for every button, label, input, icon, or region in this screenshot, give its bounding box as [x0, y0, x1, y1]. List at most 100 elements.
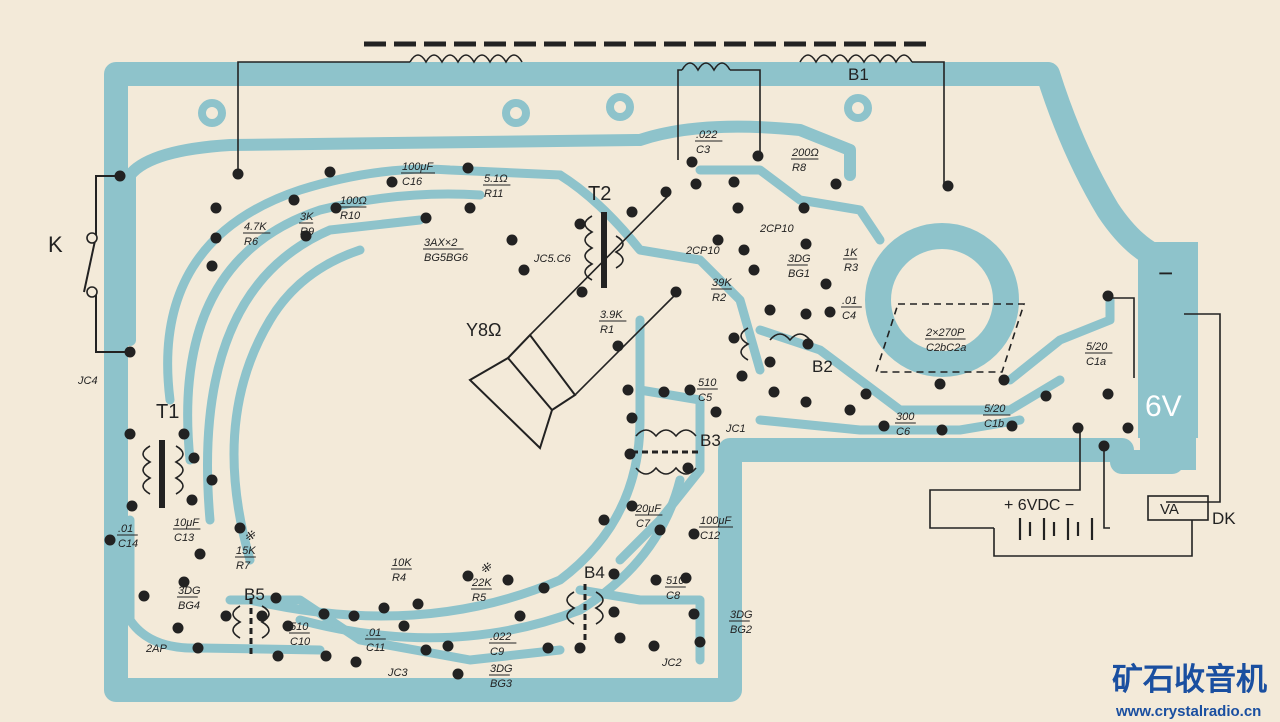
component-ref: R8: [792, 162, 807, 174]
t2-winding: [584, 215, 594, 281]
solder-pad: [412, 598, 424, 610]
battery-lead: [1103, 446, 1110, 529]
label-power-jack-mark: VA: [1160, 501, 1179, 518]
solder-pad: [1040, 390, 1052, 402]
solder-pad: [464, 202, 476, 214]
battery-symbol: [1018, 518, 1094, 540]
solder-pad: [686, 156, 698, 168]
component-ref: C1b: [984, 418, 1004, 430]
solder-pad: [192, 642, 204, 654]
battery-lead: [1106, 297, 1135, 378]
solder-pad: [272, 650, 284, 662]
solder-pad: [1122, 422, 1134, 434]
solder-pad: [1006, 420, 1018, 432]
trace-right-4: [1005, 295, 1115, 385]
trace-loop-2: [183, 189, 485, 465]
component-ref: R5: [472, 592, 487, 604]
component-ref: R6: [244, 236, 259, 248]
component-value: 3DG: [788, 253, 811, 265]
component-value: JC5.C6: [533, 253, 572, 265]
component-value: .01: [366, 627, 381, 639]
trace-bottom-arc: [245, 315, 645, 621]
trace-loop-4: [229, 245, 365, 565]
solder-pad: [348, 610, 360, 622]
component-label-c12: 100μF C12: [699, 515, 733, 542]
component-value: JC2: [661, 657, 682, 669]
component-value: 510: [290, 621, 309, 633]
solder-pad: [612, 340, 624, 352]
solder-pad: [626, 206, 638, 218]
solder-pad: [654, 524, 666, 536]
solder-pad: [186, 494, 198, 506]
component-value: .01: [842, 295, 857, 307]
component-value: 5/20: [1086, 341, 1108, 353]
solder-pad: [680, 572, 692, 584]
component-value: 15K: [236, 545, 256, 557]
battery-minus-sign: −: [1158, 258, 1173, 288]
solder-pad: [660, 186, 672, 198]
solder-pad: [542, 642, 554, 654]
solder-pad: [220, 610, 232, 622]
component-value: 300: [896, 411, 915, 423]
solder-pad: [688, 528, 700, 540]
component-ref: C8: [666, 590, 681, 602]
solder-pad: [288, 194, 300, 206]
solder-pad: [732, 202, 744, 214]
solder-pad: [506, 234, 518, 246]
component-value: .01: [118, 523, 133, 535]
speaker-magnet: [507, 333, 577, 411]
solder-pad: [574, 218, 586, 230]
component-ref: R7: [236, 560, 251, 572]
component-ref: C9: [490, 646, 504, 658]
component-value: 2CP10: [759, 223, 795, 235]
solder-pad: [386, 176, 398, 188]
component-value: 2CP10: [685, 245, 721, 257]
solder-pads: [104, 150, 1134, 680]
solder-pad: [172, 622, 184, 634]
component-label-jc56: JC5.C6: [533, 253, 572, 265]
component-ref: C12: [700, 530, 720, 542]
speaker-lead: [529, 195, 669, 336]
solder-pad: [462, 162, 474, 174]
mount-hole: [606, 93, 634, 121]
trace-mid: [555, 170, 765, 375]
solder-pad: [188, 452, 200, 464]
solder-pad: [710, 406, 722, 418]
trace-loop-1: [163, 164, 565, 405]
solder-pad: [798, 202, 810, 214]
solder-pad: [684, 384, 696, 396]
solder-pad: [648, 640, 660, 652]
component-ref: C10: [290, 636, 311, 648]
antenna-coil-3: [799, 54, 913, 64]
component-ref: R4: [392, 572, 406, 584]
solder-pad: [936, 424, 948, 436]
component-ref: BG2: [730, 624, 752, 636]
battery-lead: [929, 428, 1081, 529]
solder-pad: [452, 668, 464, 680]
solder-pad: [728, 332, 740, 344]
component-ref: R9: [300, 226, 314, 238]
solder-pad: [378, 602, 390, 614]
battery-lead: [1166, 313, 1221, 503]
component-value: 100μF: [700, 515, 732, 527]
dc-jack-body: [1147, 495, 1209, 521]
component-ref: C1a: [1086, 356, 1106, 368]
solder-pad: [860, 388, 872, 400]
component-label-jc4: JC4: [77, 375, 98, 387]
